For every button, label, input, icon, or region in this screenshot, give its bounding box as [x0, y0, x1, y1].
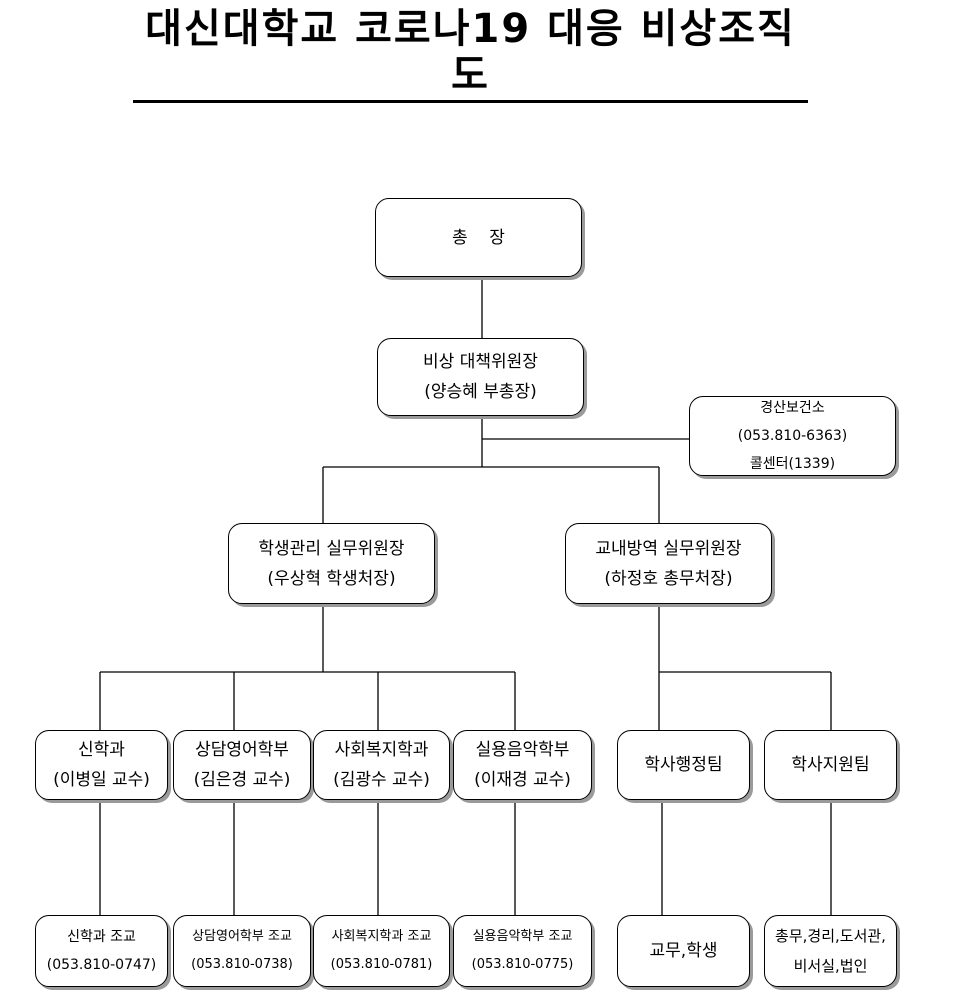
health-center-box: 경산보건소 (053.810-6363) 콜센터(1339) — [689, 396, 896, 476]
box-line: 신학과 — [78, 740, 125, 760]
box-line: (김은경 교수) — [193, 770, 291, 790]
box-line: (하정호 총무처장) — [604, 568, 733, 589]
box-line: 교무,학생 — [649, 941, 718, 961]
box-line: 신학과 조교 — [67, 929, 136, 945]
contact-box: 교무,학생 — [617, 915, 750, 987]
department-box: 학사지원팀 — [764, 730, 897, 800]
emergency-chair-box: 비상 대책위원장 (양승혜 부총장) — [377, 338, 584, 416]
box-line: 학사지원팀 — [791, 755, 870, 775]
box-line: 학사행정팀 — [644, 755, 723, 775]
box-line: 사회복지학과 조교 — [331, 929, 432, 944]
box-line: 학생관리 실무위원장 — [258, 538, 405, 559]
president-label: 총 장 — [452, 227, 505, 248]
box-line: 비상 대책위원장 — [423, 352, 538, 372]
box-line: (053.810-0781) — [330, 957, 433, 972]
box-line: 교내방역 실무위원장 — [595, 538, 742, 559]
department-box: 사회복지학과 (김광수 교수) — [313, 730, 450, 800]
box-line: 실용음악학부 조교 — [472, 929, 573, 944]
box-line: 상담영어학부 — [195, 740, 289, 760]
box-line: 상담영어학부 조교 — [192, 929, 292, 944]
box-line: 총무,경리,도서관, — [775, 927, 886, 945]
contact-box: 실용음악학부 조교 (053.810-0775) — [453, 915, 592, 987]
department-box: 신학과 (이병일 교수) — [35, 730, 168, 800]
student-committee-box: 학생관리 실무위원장 (우상혁 학생처장) — [228, 523, 435, 604]
page-title: 대신대학교 코로나19 대응 비상조직도 — [133, 6, 808, 103]
box-line: 실용음악학부 — [475, 740, 570, 760]
president-box: 총 장 — [375, 198, 582, 277]
box-line: (053.810-6363) — [737, 428, 848, 444]
contact-box: 사회복지학과 조교 (053.810-0781) — [313, 915, 450, 987]
box-line: 경산보건소 — [760, 400, 825, 416]
contact-box: 신학과 조교 (053.810-0747) — [35, 915, 168, 987]
quarantine-committee-box: 교내방역 실무위원장 (하정호 총무처장) — [565, 523, 772, 604]
box-line: (053.810-0738) — [191, 957, 293, 972]
contact-box: 총무,경리,도서관, 비서실,법인 — [764, 915, 897, 987]
box-line: (053.810-0747) — [46, 957, 157, 973]
box-line: (053.810-0775) — [471, 957, 574, 972]
box-line: 비서실,법인 — [793, 957, 868, 975]
box-line: 콜센터(1339) — [749, 456, 836, 472]
box-line: (김광수 교수) — [333, 770, 430, 790]
box-line: (양승혜 부총장) — [424, 382, 537, 402]
box-line: 사회복지학과 — [334, 740, 429, 760]
box-line: (이재경 교수) — [474, 770, 571, 790]
department-box: 실용음악학부 (이재경 교수) — [453, 730, 592, 800]
box-line: (우상혁 학생처장) — [267, 568, 396, 589]
contact-box: 상담영어학부 조교 (053.810-0738) — [173, 915, 311, 987]
department-box: 상담영어학부 (김은경 교수) — [173, 730, 311, 800]
department-box: 학사행정팀 — [617, 730, 750, 800]
box-line: (이병일 교수) — [53, 770, 150, 790]
